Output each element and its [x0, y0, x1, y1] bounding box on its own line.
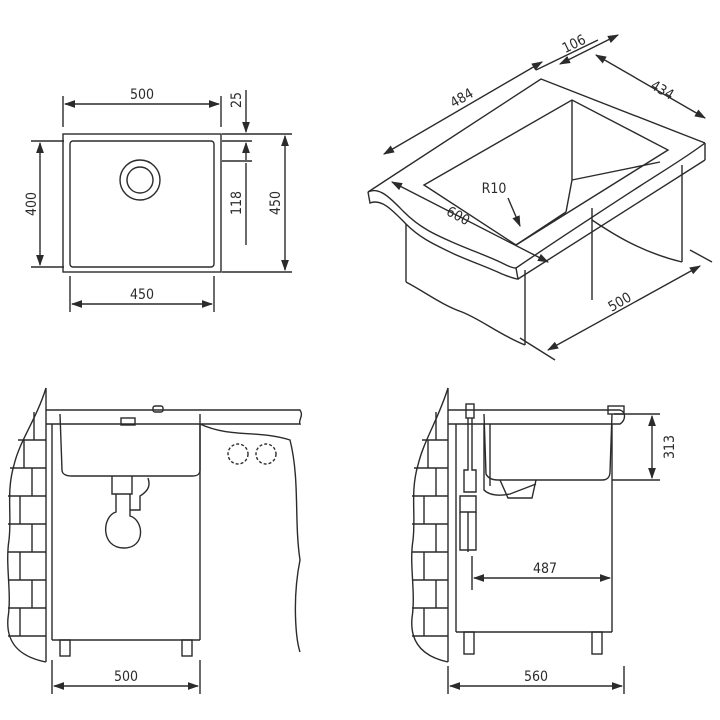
dim-top-height-outer: 450: [268, 191, 284, 215]
sink-outer-outline: [62, 133, 222, 273]
wall-outline: [7, 387, 47, 663]
dim-front-cabinet-width: 500: [114, 669, 138, 685]
cabinet-feet-side: [463, 631, 603, 655]
tap-hole: [152, 405, 164, 413]
dim-corner-radius: R10: [482, 181, 507, 197]
sink-inner-outline: [69, 140, 215, 268]
top-view: [31, 90, 292, 312]
dim-top-width-outer: 500: [130, 87, 154, 103]
dim-cabinet-depth: 500: [606, 290, 635, 316]
appliance-holes-icon: [227, 443, 277, 465]
dim-side-drain-position: 487: [533, 561, 557, 577]
dim-side-cabinet-depth: 560: [524, 669, 548, 685]
cabinet-feet: [59, 639, 193, 657]
dim-worktop-depth: 600: [444, 204, 473, 229]
worktop: [46, 409, 303, 425]
dim-depth: 106: [560, 32, 589, 57]
drain-icon: [119, 159, 161, 201]
dim-side-bowl-depth: 313: [662, 435, 678, 459]
siphon: [104, 476, 150, 549]
dim-top-rim-offset: 25: [229, 92, 245, 108]
dim-top-height-inner: 400: [24, 192, 40, 216]
drain-plumbing: [459, 403, 537, 552]
overflow-icon: [120, 417, 136, 426]
dim-top-width-inner: 450: [130, 287, 154, 303]
worktop-front-edge: [367, 142, 706, 269]
perspective-view: [367, 34, 713, 361]
wall-bricks: [8, 412, 46, 637]
wall-outline-side: [411, 387, 449, 663]
side-view: [411, 387, 660, 694]
front-view: [7, 387, 303, 694]
worktop-side: [448, 409, 626, 425]
dim-top-drain-offset: 118: [229, 191, 245, 215]
sink-bowl-side: [483, 413, 613, 481]
dim-bowl-length: 484: [448, 86, 477, 112]
worktop-back-edge: [367, 78, 706, 193]
wall-bricks-side: [412, 412, 448, 637]
